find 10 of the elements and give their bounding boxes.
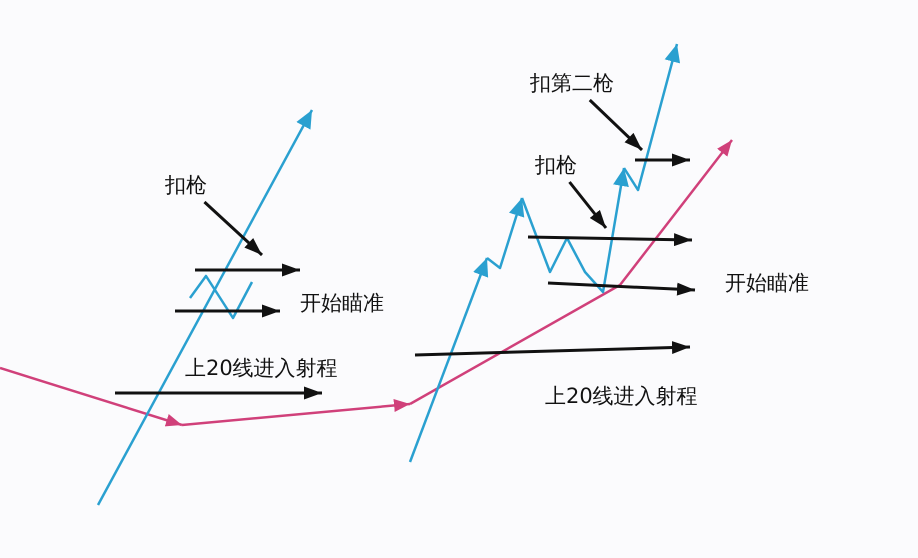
annotation-label: 扣枪 xyxy=(165,172,207,198)
annotation-label: 上20线进入射程 xyxy=(545,383,698,409)
leader-arrow xyxy=(203,200,264,256)
leader-arrow xyxy=(588,98,644,152)
annotation-label: 开始瞄准 xyxy=(725,270,809,296)
leader-arrow xyxy=(568,181,608,229)
annotation-label: 上20线进入射程 xyxy=(185,355,338,381)
annotation-label: 扣枪 xyxy=(535,152,577,178)
annotation-label: 扣第二枪 xyxy=(530,70,614,96)
annotation-label: 开始瞄准 xyxy=(300,290,384,316)
